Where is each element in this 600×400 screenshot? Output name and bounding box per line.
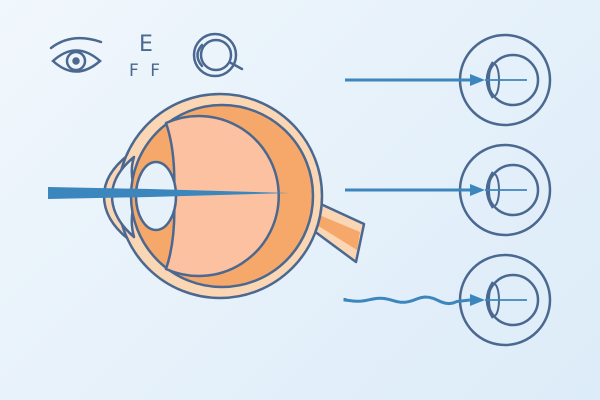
arrow-head: [470, 74, 485, 86]
eye-chart-icon: E F F: [129, 32, 163, 81]
small-eye-diagram: [343, 253, 552, 347]
arrow-head: [470, 184, 485, 196]
small-eye-diagram: [345, 143, 552, 237]
eyeball-cross-section-icon: [192, 32, 244, 78]
light-beam: [48, 187, 290, 199]
arrow-head: [470, 294, 485, 306]
chart-letters-ff: F F: [129, 61, 163, 81]
small-eye-diagram: [345, 33, 552, 127]
eye-icon: [49, 36, 103, 73]
light-ray: [343, 295, 471, 306]
chart-letter-e: E: [139, 32, 153, 57]
main-eye-cross-section: [102, 92, 366, 300]
optic-nerve-core: [312, 212, 360, 250]
